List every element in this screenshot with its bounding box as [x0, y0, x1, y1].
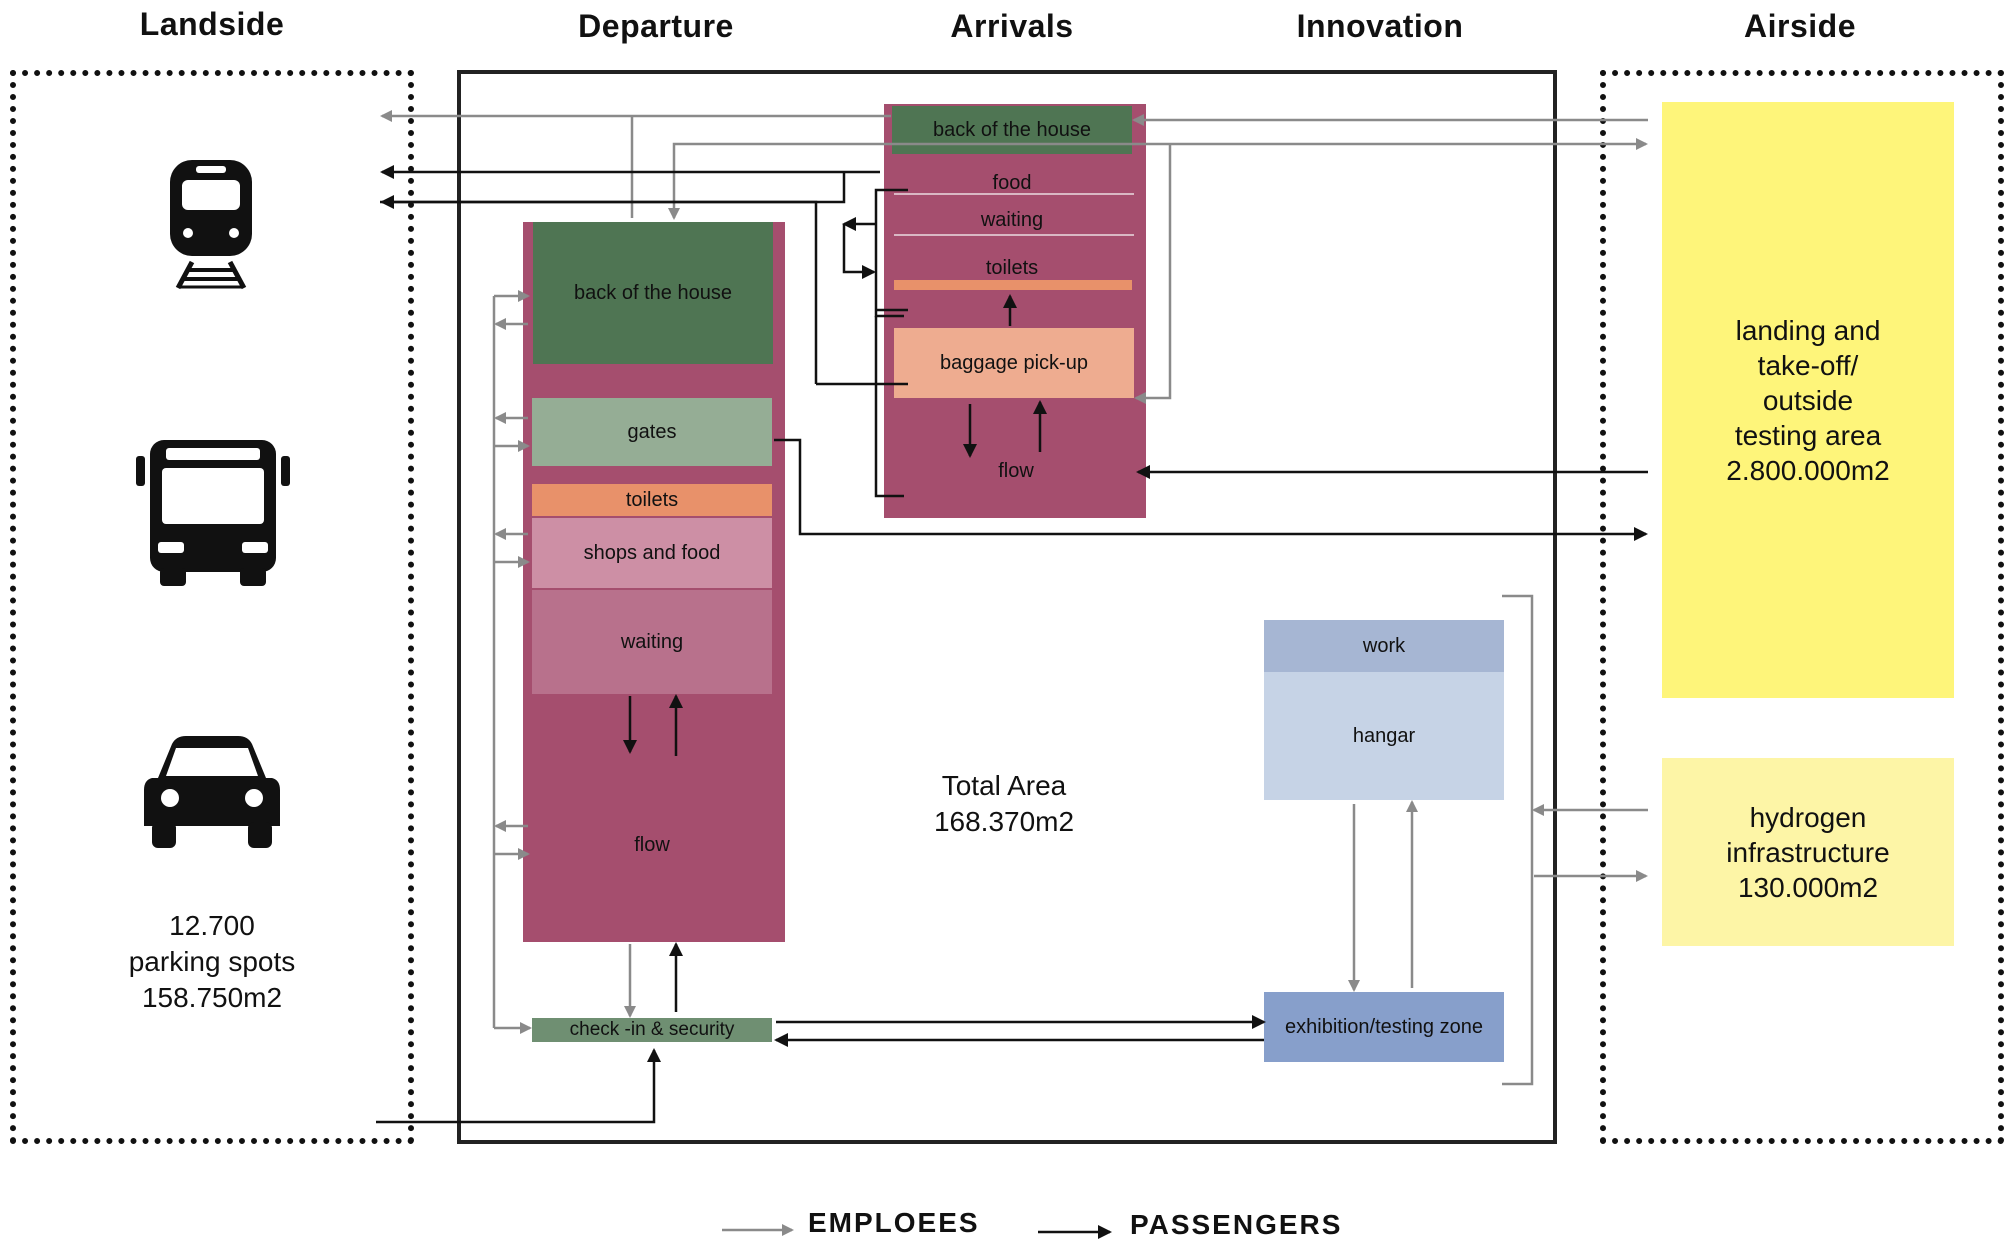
exhibition-testing-zone: exhibition/testing zone — [1264, 992, 1504, 1062]
departure-back-of-house: back of the house — [533, 222, 773, 364]
arrivals-column-block — [884, 104, 1146, 518]
arrivals-waiting: waiting — [980, 208, 1044, 231]
total-area-label: Total Area — [941, 770, 1067, 801]
employee-arrow-to-baggage — [1134, 144, 1172, 404]
total-area-value: 168.370m2 — [933, 806, 1075, 837]
arrivals-food: food — [992, 171, 1032, 194]
train-icon — [170, 160, 252, 290]
parking-label: parking spots — [128, 946, 296, 977]
arrivals-flow: flow — [998, 459, 1034, 482]
landing-line-5: 2.800.000m2 — [1726, 454, 1890, 486]
departure-waiting: waiting — [532, 590, 772, 694]
hydrogen-line-1: hydrogen — [1749, 801, 1867, 833]
departure-flow: flow — [634, 833, 670, 856]
departure-toilets: toilets — [532, 484, 772, 516]
landing-takeoff-area: landing and take-off/ outside testing ar… — [1662, 102, 1954, 698]
employee-arrow-to-departure-house — [668, 142, 1170, 220]
airside-zone-frame — [1600, 70, 2004, 1144]
arrivals-toilets-bar — [894, 280, 1132, 290]
landside-zone-frame — [10, 70, 414, 1144]
arrivals-toilets: toilets — [985, 256, 1039, 279]
hydrogen-line-2: infrastructure — [1726, 836, 1890, 868]
column-header-airside: Airside — [1744, 8, 1856, 44]
hydrogen-line-3: 130.000m2 — [1737, 871, 1879, 903]
innovation-work: work — [1264, 620, 1504, 672]
parking-count: 12.700 — [169, 910, 255, 941]
innovation-hangar: hangar — [1264, 672, 1504, 800]
hydrogen-infrastructure: hydrogen infrastructure 130.000m2 — [1662, 758, 1954, 946]
arrivals-divider-2 — [894, 234, 1134, 236]
legend-employees: EMPLOEES — [808, 1207, 980, 1238]
baggage-pickup: baggage pick-up — [894, 328, 1134, 398]
column-header-landside: Landside — [139, 6, 285, 42]
departure-shops-food: shops and food — [532, 518, 772, 588]
landing-line-1: landing and — [1735, 314, 1881, 346]
landing-line-4: testing area — [1734, 419, 1882, 451]
arrivals-back-of-house: back of the house — [892, 106, 1132, 154]
arrivals-divider-1 — [894, 193, 1134, 195]
parking-info: 12.700 parking spots 158.750m2 — [129, 908, 296, 1016]
landing-line-3: outside — [1762, 384, 1854, 416]
total-area: Total Area 168.370m2 — [934, 768, 1074, 840]
column-header-arrivals: Arrivals — [950, 8, 1074, 44]
bus-icon — [136, 440, 290, 586]
checkin-security: check -in & security — [532, 1018, 772, 1042]
departure-gates: gates — [532, 398, 772, 466]
landing-line-2: take-off/ — [1757, 349, 1859, 381]
car-icon — [144, 736, 280, 848]
parking-area: 158.750m2 — [141, 982, 283, 1013]
column-header-innovation: Innovation — [1296, 8, 1464, 44]
terminal-frame — [457, 70, 1557, 1144]
column-header-departure: Departure — [578, 8, 734, 44]
legend-passengers: PASSENGERS — [1130, 1209, 1343, 1240]
